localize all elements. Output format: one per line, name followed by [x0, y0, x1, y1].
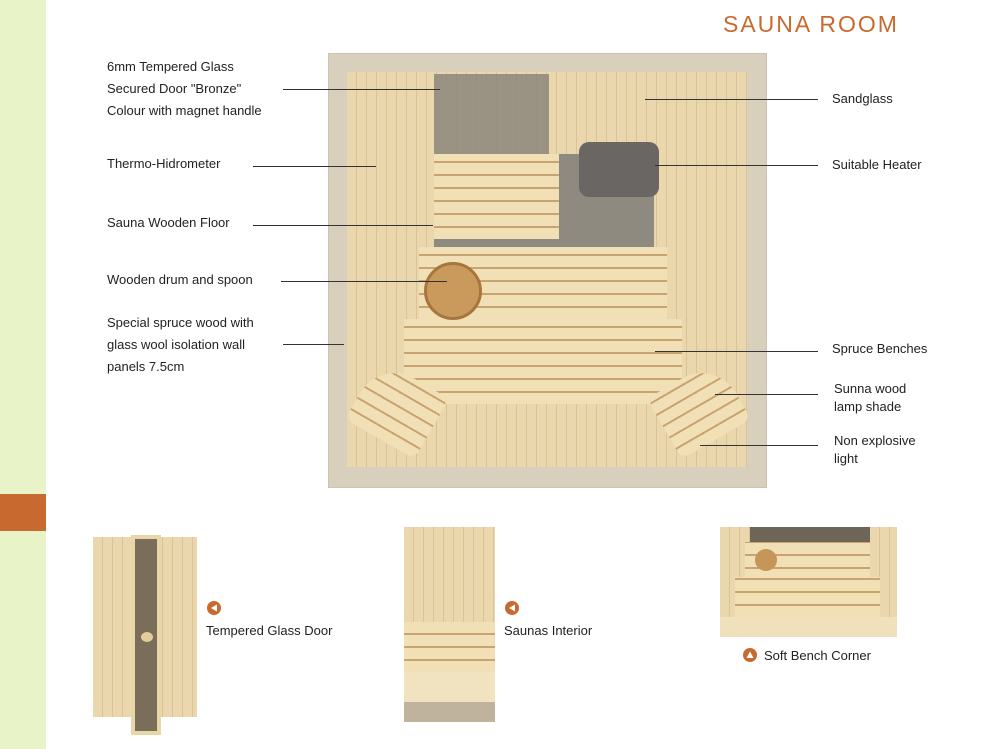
- thumbnail-caption: Saunas Interior: [504, 623, 593, 638]
- leader-line: [283, 344, 344, 345]
- thumbnail-caption: Tempered Glass Door: [206, 623, 333, 638]
- leader-line: [253, 225, 433, 226]
- callout-heater: Suitable Heater: [832, 157, 922, 172]
- leader-line: [700, 445, 818, 446]
- leader-line: [655, 351, 818, 352]
- callout-thermo-hidrometer: Thermo-Hidrometer: [107, 156, 221, 171]
- leader-line: [283, 89, 440, 90]
- leader-line: [253, 166, 376, 167]
- bench-corner-photo: [720, 527, 897, 637]
- thumbnail-caption: Soft Bench Corner: [764, 648, 871, 663]
- side-tab-marker: [0, 494, 46, 531]
- side-stripe: [0, 0, 46, 749]
- leader-line: [715, 394, 818, 395]
- leader-line: [645, 99, 818, 100]
- callout-sandglass: Sandglass: [832, 91, 893, 106]
- callout-benches: Spruce Benches: [832, 341, 928, 356]
- leader-line: [655, 165, 818, 166]
- sauna-interior-photo: [404, 527, 495, 722]
- leader-line: [281, 281, 447, 282]
- up-arrow-icon: [743, 648, 757, 662]
- left-arrow-icon: [207, 601, 221, 615]
- callout-wooden-floor: Sauna Wooden Floor: [107, 215, 230, 230]
- left-arrow-icon: [505, 601, 519, 615]
- sauna-top-view-photo: [328, 53, 767, 488]
- page-title: SAUNA ROOM: [723, 11, 899, 37]
- glass-door-photo: [93, 527, 197, 738]
- callout-drum-spoon: Wooden drum and spoon: [107, 272, 253, 287]
